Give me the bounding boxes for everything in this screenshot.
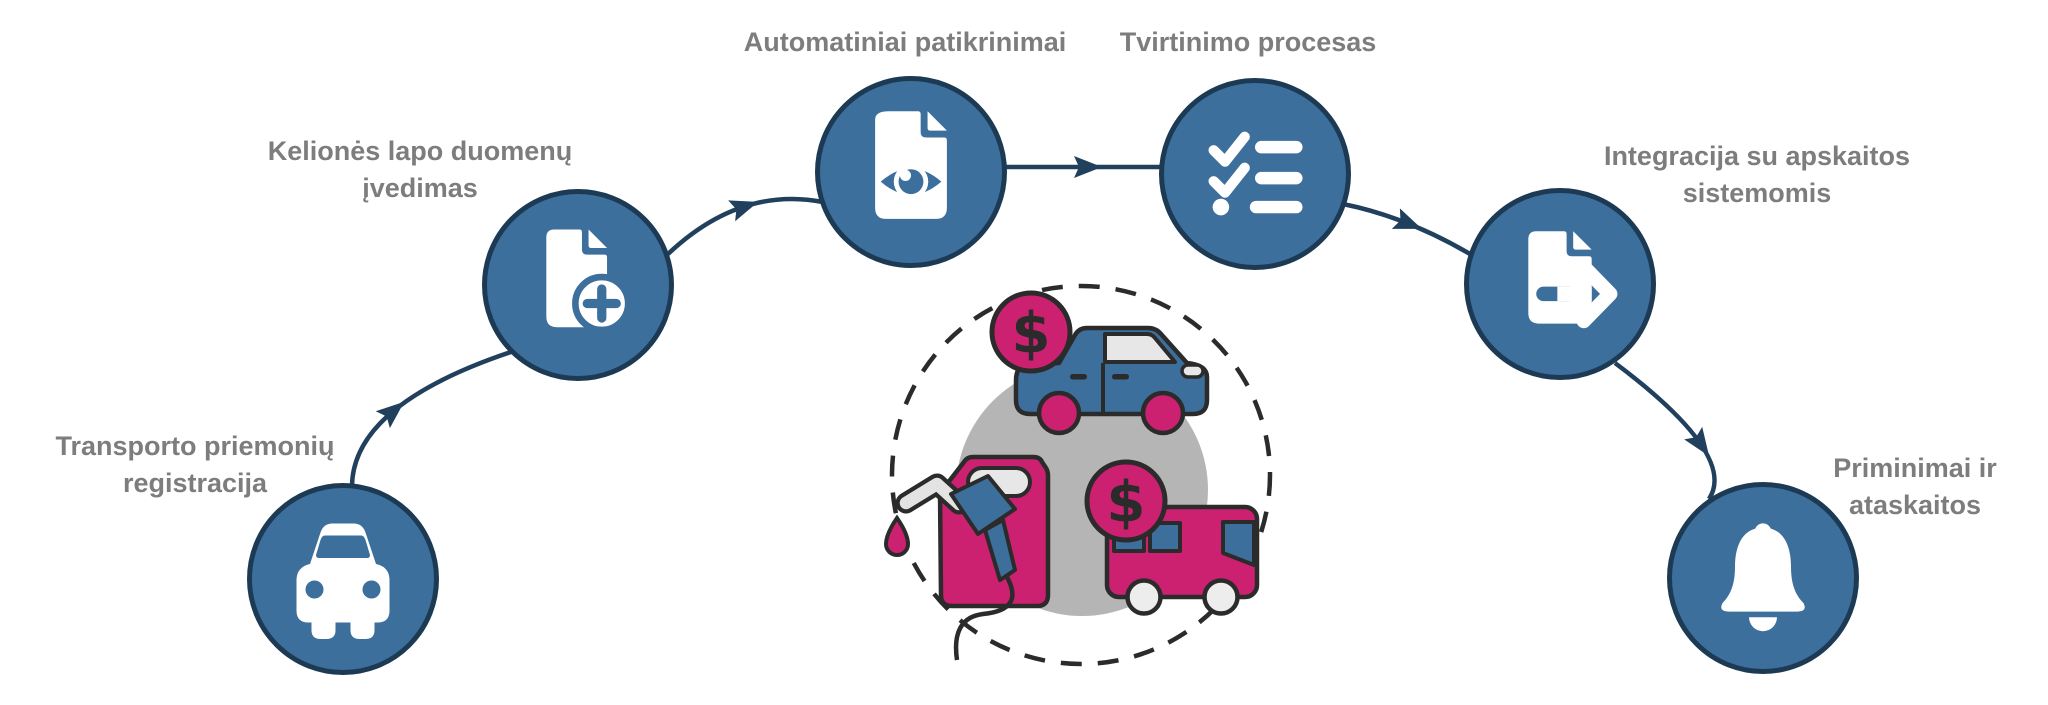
node-reminders-reports <box>1667 482 1859 674</box>
document-add-icon <box>546 229 632 334</box>
connector-5 <box>1613 361 1717 501</box>
document-eye-icon <box>875 111 947 219</box>
label-line: Integracija su apskaitos <box>1603 141 1911 171</box>
node-trip-sheet-entry <box>482 189 674 381</box>
step-label-reminders-reports: Priminimai ir ataskaitos <box>1833 450 1997 524</box>
car-wheel <box>1036 390 1082 436</box>
connector-4 <box>1342 201 1472 256</box>
vehicle-expenses-illustration: $ $ <box>883 283 1273 667</box>
car-icon <box>296 523 390 639</box>
bell-icon <box>1721 523 1805 632</box>
svg-text:$: $ <box>1012 301 1051 366</box>
document-export-icon <box>1528 231 1618 329</box>
label-line: sistemomis <box>1682 178 1832 208</box>
label-line: Transporto priemonių <box>55 431 335 461</box>
step-label-accounting-integration: Integracija su apskaitos sistemomis <box>1604 138 1910 212</box>
arrowhead-icon <box>1391 208 1422 229</box>
arrowhead-icon <box>375 401 405 429</box>
label-line: Tvirtinimo procesas <box>1119 27 1377 57</box>
node-approval-process <box>1159 78 1351 270</box>
step-label-approval-process: Tvirtinimo procesas <box>1120 24 1377 61</box>
dollar-coin-icon: $ <box>989 290 1073 374</box>
node-automatic-checks <box>815 76 1007 268</box>
bus-wheel <box>1202 578 1240 616</box>
checklist-icon <box>1208 131 1303 216</box>
car-illustration <box>1013 325 1210 436</box>
step-label-automatic-checks: Automatiniai patikrinimai <box>744 24 1067 61</box>
arrowhead-icon <box>1074 156 1102 178</box>
dashed-circle <box>889 283 1273 667</box>
label-line: Priminimai ir <box>1833 453 1997 483</box>
label-line: ataskaitos <box>1848 490 1982 520</box>
arrowhead-icon <box>728 200 759 222</box>
node-accounting-integration <box>1464 188 1656 380</box>
label-line: registracija <box>122 468 268 498</box>
label-line: Automatiniai patikrinimai <box>743 27 1067 57</box>
node-vehicle-registration <box>247 483 439 675</box>
connector-1 <box>349 349 512 487</box>
fuel-canister-illustration <box>895 454 1051 661</box>
car-wheel <box>1140 390 1186 436</box>
step-label-vehicle-registration: Transporto priemonių registracija <box>55 428 334 502</box>
dollar-coin-icon: $ <box>1084 459 1168 543</box>
arrowhead-icon <box>1684 426 1710 457</box>
oil-drop-icon <box>883 514 911 557</box>
step-label-trip-sheet-entry: Kelionės lapo duomenų įvedimas <box>268 133 573 207</box>
svg-text:$: $ <box>1107 470 1146 535</box>
label-line: įvedimas <box>362 173 478 203</box>
bus-wheel <box>1125 578 1163 616</box>
label-line: Kelionės lapo duomenų <box>267 136 573 166</box>
